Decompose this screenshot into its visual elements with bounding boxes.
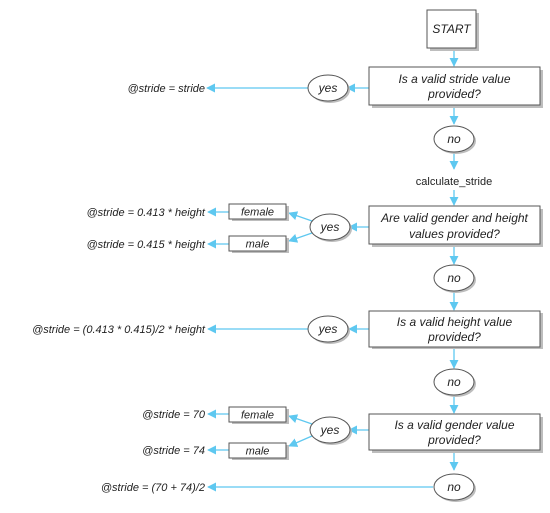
q2-line2: values provided? [409,227,500,241]
q1-no-node: no [433,125,476,154]
arrow-yes-to-female [288,211,313,222]
q3-no-node: no [433,368,476,397]
calculate-stride-label: calculate_stride [416,176,492,188]
connectors [206,49,459,492]
decision-valid-stride: Is a valid stride value provided? [368,66,543,108]
q2-yes-node: yes [309,213,352,242]
q1-line2: provided? [427,87,481,101]
decision-gender-height: Are valid gender and height values provi… [368,205,543,247]
arrow-yes-to-male-4 [288,435,313,447]
q2-no-node: no [433,264,476,293]
q4-male-box: male [228,442,289,460]
q1-yes-node: yes [307,74,350,103]
start-node: START [426,9,479,51]
q4-yes-label: yes [320,423,340,437]
arrow-yes-to-female-4 [288,414,313,425]
q3-line2: provided? [427,330,481,344]
q1-line1: Is a valid stride value [398,72,510,86]
out2-female-label: @stride = 0.413 * height [87,207,206,219]
q2-male-label: male [246,239,270,251]
q2-male-box: male [228,235,289,253]
q4-male-label: male [246,446,270,458]
q4-no-node: no [433,473,476,502]
q4-no-label: no [447,480,461,494]
q2-line1: Are valid gender and height [380,211,528,225]
q2-female-box: female [228,203,289,221]
q2-no-label: no [447,271,461,285]
q2-yes-label: yes [320,220,340,234]
q4-yes-node: yes [309,416,352,445]
q3-yes-label: yes [318,322,338,336]
q4-female-label: female [241,410,274,422]
out3-label: @stride = (0.413 * 0.415)/2 * height [32,324,206,336]
out-final-label: @stride = (70 + 74)/2 [101,482,205,494]
out1-label: @stride = stride [128,83,206,95]
start-label: START [432,22,472,36]
q3-line1: Is a valid height value [397,315,513,329]
q1-yes-label: yes [318,81,338,95]
q3-no-label: no [447,375,461,389]
q4-line1: Is a valid gender value [394,418,514,432]
out4-male-label: @stride = 74 [142,445,205,457]
decision-valid-gender: Is a valid gender value provided? [368,413,543,453]
decision-valid-height: Is a valid height value provided? [368,310,543,349]
q3-yes-node: yes [307,315,350,344]
arrow-yes-to-male [288,232,313,243]
q4-female-box: female [228,406,289,424]
q4-line2: provided? [427,433,481,447]
q1-no-label: no [447,132,461,146]
out2-male-label: @stride = 0.415 * height [87,239,206,251]
q2-female-label: female [241,207,274,219]
out4-female-label: @stride = 70 [142,409,206,421]
